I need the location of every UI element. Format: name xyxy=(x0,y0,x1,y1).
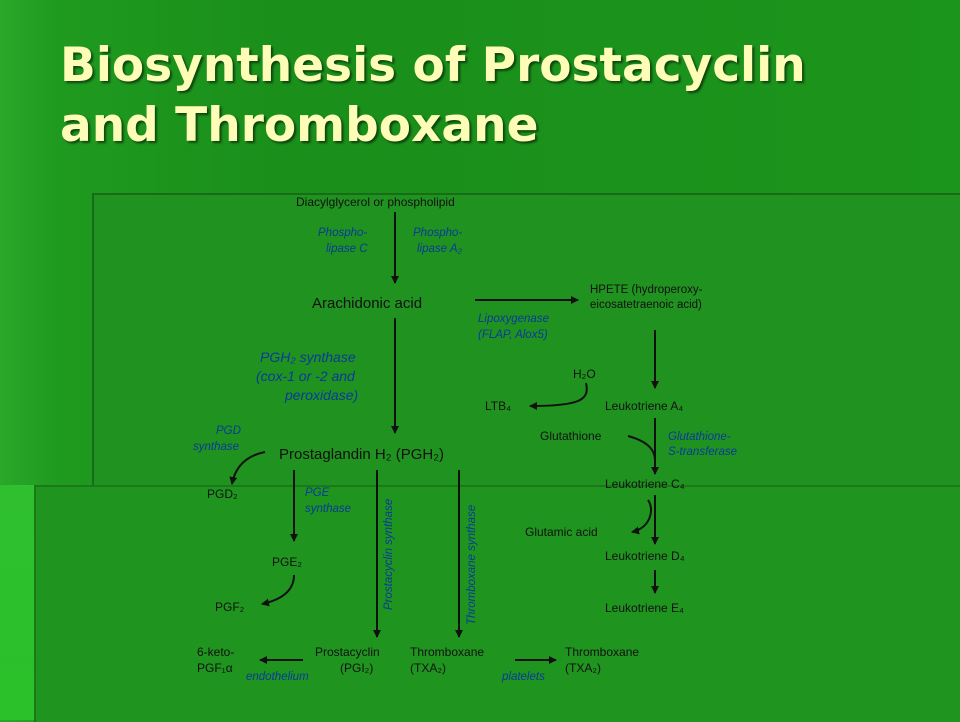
thromboxane-synthase-label: Thromboxane synthase xyxy=(466,505,478,625)
phospholipase-a2-label-2: lipase A₂ xyxy=(417,243,462,255)
leukotriene-c4-label: Leukotriene C₄ xyxy=(605,477,685,491)
title-line-2: and Thromboxane xyxy=(60,98,539,153)
pge2-label: PGE₂ xyxy=(272,555,302,569)
hpete-label-2: eicosatetraenoic acid) xyxy=(590,299,702,311)
lipoxygenase-label-1: Lipoxygenase xyxy=(478,313,549,325)
prostacyclin-synthase-label: Prostacyclin synthase xyxy=(383,499,395,610)
pge-synthase-label-2: synthase xyxy=(305,503,351,515)
phospholipase-c-label-2: lipase C xyxy=(326,243,368,255)
pgd-synthase-label-1: PGD xyxy=(216,425,241,437)
pge-synthase-label-1: PGE xyxy=(305,487,330,499)
endothelium-label: endothelium xyxy=(246,671,309,683)
arachidonic-acid-label: Arachidonic acid xyxy=(312,295,422,312)
thromboxane-left-label-2: (TXA₂) xyxy=(410,661,446,675)
left-accent-stripe xyxy=(0,485,40,720)
leukotriene-d4-label: Leukotriene D₄ xyxy=(605,549,685,563)
pgh2-synthase-label-3: peroxidase) xyxy=(284,387,358,403)
prostacyclin-label-2: (PGI₂) xyxy=(340,661,373,675)
arrow-ltc4-to-gluamic xyxy=(631,499,652,535)
phospholipase-c-label-1: Phospho- xyxy=(318,227,367,239)
ltb4-label: LTB₄ xyxy=(485,399,511,413)
arrow-pgh2-to-pgd2 xyxy=(229,451,266,485)
phospholipase-a2-label-1: Phospho- xyxy=(413,227,462,239)
leukotriene-e4-label: Leukotriene E₄ xyxy=(605,601,684,615)
keto-pgf-label-1: 6-keto- xyxy=(197,645,234,659)
pgh2-synthase-label-2: (cox-1 or -2 and xyxy=(256,368,356,384)
glutamic-acid-label: Glutamic acid xyxy=(525,525,598,539)
hpete-label-1: HPETE (hydroperoxy- xyxy=(590,284,703,296)
slide-title: Biosynthesis of Prostacyclin and Thrombo… xyxy=(60,36,920,156)
figure-panel-lower xyxy=(34,485,960,722)
pgh2-synthase-label-1: PGH₂ synthase xyxy=(260,349,356,365)
lipoxygenase-label-2: (FLAP, Alox5) xyxy=(478,329,548,341)
pgf2-label: PGF₂ xyxy=(215,600,245,614)
pgd-synthase-label-2: synthase xyxy=(193,441,239,453)
arrow-pge2-to-pgf2 xyxy=(261,574,295,607)
diacylglycerol-label: Diacylglycerol or phospholipid xyxy=(296,195,455,209)
pgh2-label: Prostaglandin H₂ (PGH₂) xyxy=(279,446,444,463)
keto-pgf-label-2: PGF₁α xyxy=(197,661,233,675)
thromboxane-right-label-1: Thromboxane xyxy=(565,645,639,659)
thromboxane-left-label-1: Thromboxane xyxy=(410,645,484,659)
platelets-label: platelets xyxy=(501,671,545,683)
arrow-lta4-to-ltb4 xyxy=(529,382,588,410)
title-line-1: Biosynthesis of Prostacyclin xyxy=(60,38,806,93)
thromboxane-right-label-2: (TXA₂) xyxy=(565,661,601,675)
pgd2-label: PGD₂ xyxy=(207,487,238,501)
glutathione-label: Glutathione xyxy=(540,429,602,443)
leukotriene-a4-label: Leukotriene A₄ xyxy=(605,399,683,413)
arrow-glutathione-curve xyxy=(627,435,656,461)
prostacyclin-label-1: Prostacyclin xyxy=(315,645,380,659)
h2o-label: H₂O xyxy=(573,367,596,381)
glutathione-s-transferase-label-1: Glutathione- xyxy=(668,431,731,443)
glutathione-s-transferase-label-2: S-transferase xyxy=(668,446,737,458)
